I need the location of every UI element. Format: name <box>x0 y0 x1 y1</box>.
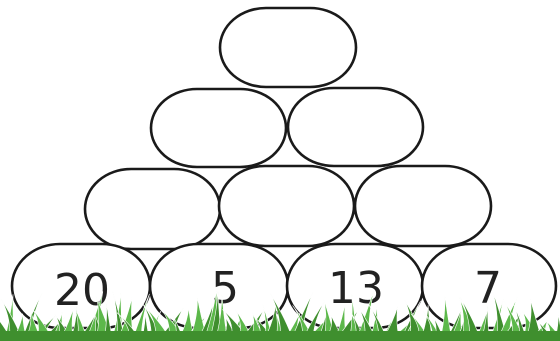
pyramid-row-bottom: 20 5 13 7 <box>12 244 556 328</box>
stone-bottom-1-number: 20 <box>54 265 110 316</box>
stone-r3-3[interactable] <box>355 166 491 246</box>
stone-r2-1[interactable] <box>151 89 286 167</box>
stone-r2-2[interactable] <box>288 88 423 166</box>
stone-bottom-3-number: 13 <box>328 263 384 314</box>
pyramid-row-3 <box>85 166 491 249</box>
stone-r3-1[interactable] <box>85 169 220 249</box>
stone-top[interactable] <box>220 8 356 87</box>
grass-base <box>0 331 560 341</box>
pyramid-row-2 <box>151 88 423 167</box>
pyramid-row-top <box>220 8 356 87</box>
stone-r3-2[interactable] <box>219 166 354 246</box>
